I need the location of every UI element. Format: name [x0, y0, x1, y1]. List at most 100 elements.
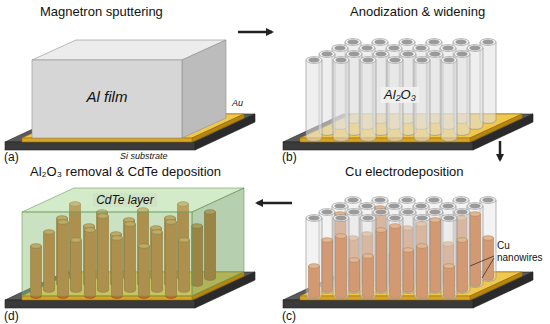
si-substrate-front — [5, 142, 195, 150]
layer-label: Al film — [87, 88, 128, 106]
pore-opening — [416, 216, 427, 221]
al-film-front — [32, 60, 182, 138]
step-arrow — [238, 31, 272, 34]
panel-letter: (a) — [4, 150, 19, 164]
pore-opening — [428, 40, 439, 45]
pore-opening — [361, 46, 372, 51]
alumina-pore-top — [332, 203, 348, 210]
pore-opening — [455, 198, 466, 203]
alumina-pore — [441, 218, 457, 299]
alumina-pore-top — [387, 215, 403, 222]
alumina-pore-top — [387, 57, 403, 64]
pore-opening — [456, 52, 467, 57]
pore-opening — [482, 40, 493, 45]
alumina-pore-top — [413, 203, 429, 210]
alumina-pore — [306, 218, 322, 299]
pore-opening — [334, 46, 345, 51]
alumina-pore-top — [426, 39, 442, 46]
alumina-pore-top — [400, 209, 416, 216]
alumina-pore-top — [333, 215, 349, 222]
pore-opening — [429, 52, 440, 57]
alumina-pore-top — [332, 45, 348, 52]
alumina-pore-top — [453, 197, 469, 204]
pore-opening — [401, 198, 412, 203]
step-arrow — [499, 141, 502, 160]
alumina-pore-top — [386, 45, 402, 52]
pore-opening — [389, 58, 400, 63]
alumina-pore — [306, 60, 322, 141]
alumina-pore-top — [372, 39, 388, 46]
alumina-pore-top — [414, 215, 430, 222]
pore-opening — [456, 210, 467, 215]
pore-opening — [443, 216, 454, 221]
pore-opening — [375, 210, 386, 215]
alumina-pore — [414, 218, 430, 299]
alumina-pore-top — [426, 197, 442, 204]
alumina-pore-top — [345, 197, 361, 204]
pore-opening — [334, 204, 345, 209]
pore-opening — [429, 210, 440, 215]
alumina-pore-top — [359, 203, 375, 210]
pore-opening — [362, 216, 373, 221]
alumina-pore-top — [454, 209, 470, 216]
pore-opening — [402, 52, 413, 57]
pore-opening — [321, 52, 332, 57]
pore-opening — [469, 46, 480, 51]
pore-opening — [374, 40, 385, 45]
pore-opening — [442, 46, 453, 51]
alumina-pore-top — [306, 57, 322, 64]
pore-opening — [362, 58, 373, 63]
alumina-pore-top — [346, 51, 362, 58]
alumina-pore-top — [359, 45, 375, 52]
pore-opening — [374, 198, 385, 203]
pore-opening — [321, 210, 332, 215]
layer-label: CdTe layer — [93, 193, 157, 207]
alumina-pore-top — [467, 45, 483, 52]
pore-opening — [308, 58, 319, 63]
alumina-pore-top — [319, 209, 335, 216]
alumina-pore-top — [427, 209, 443, 216]
step-title: Anodization & widening — [350, 4, 485, 20]
pore-opening — [348, 52, 359, 57]
alumina-pore-top — [333, 57, 349, 64]
alumina-pore-top — [399, 39, 415, 46]
alumina-pore — [387, 218, 403, 299]
alumina-pore-top — [373, 209, 389, 216]
alumina-pore — [441, 60, 457, 141]
alumina-pore-top — [441, 215, 457, 222]
panel-letter: (d) — [4, 309, 19, 323]
pore-opening — [375, 52, 386, 57]
alumina-pore-top — [480, 197, 496, 204]
alumina-pore-top — [414, 57, 430, 64]
alumina-pore-top — [386, 203, 402, 210]
alumina-pore-top — [319, 51, 335, 58]
gold-layer-front — [22, 138, 192, 142]
pore-opening — [482, 198, 493, 203]
alumina-pore-top — [372, 197, 388, 204]
si-substrate-front — [5, 300, 195, 308]
alumina-pore-top — [373, 51, 389, 58]
pore-opening — [389, 216, 400, 221]
alumina-pore — [360, 218, 376, 299]
alumina-pore-top — [467, 203, 483, 210]
cdte-layer-side — [192, 188, 244, 296]
pore-opening — [335, 216, 346, 221]
pore-opening — [361, 204, 372, 209]
pore-opening — [348, 210, 359, 215]
pore-opening — [455, 40, 466, 45]
alumina-pore — [333, 60, 349, 141]
cdte-layer-front — [22, 212, 192, 296]
si-substrate-front — [283, 142, 473, 150]
panel-letter: (c) — [282, 309, 296, 323]
pore-opening — [401, 40, 412, 45]
pore-opening — [388, 204, 399, 209]
alumina-pore — [333, 218, 349, 299]
pore-opening — [469, 204, 480, 209]
alumina-pore-top — [480, 39, 496, 46]
alumina-pore-top — [441, 57, 457, 64]
step-title: Magnetron sputtering — [40, 4, 163, 20]
alumina-pore-top — [346, 209, 362, 216]
leader-line — [482, 258, 494, 278]
pore-opening — [347, 40, 358, 45]
